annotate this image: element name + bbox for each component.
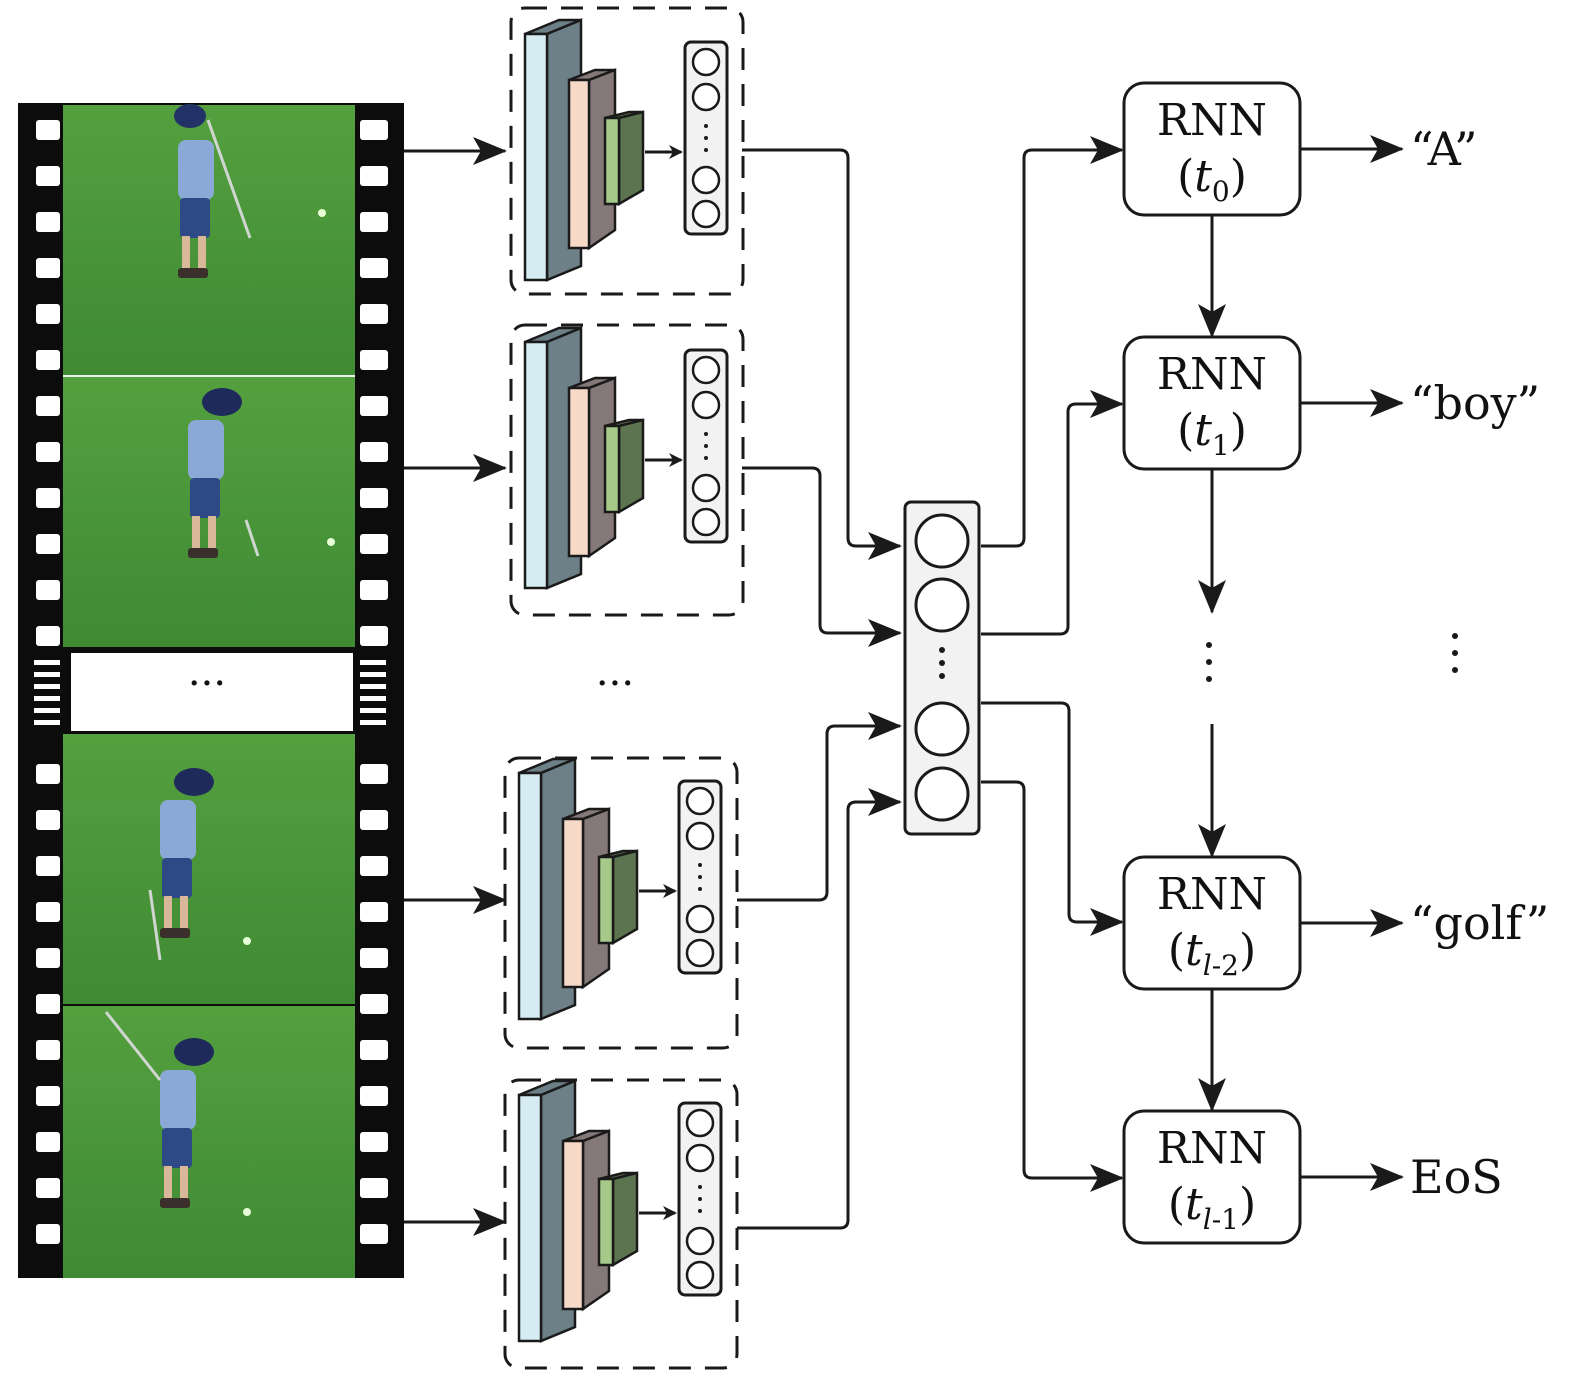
frame-to-cnn-arrows (404, 137, 507, 1236)
rnn-cell-name: RNN (1157, 1123, 1267, 1174)
boy-figure (160, 1038, 214, 1208)
cnn-feature-vector (683, 40, 729, 236)
rnn-cell-time: (tl-2) (1168, 925, 1256, 982)
boy-figure (174, 104, 214, 278)
film-strip: ··· (18, 103, 404, 1278)
rnn-cell: RNN(tl-2) “golf” (1122, 855, 1549, 991)
rnn-output-word: EoS (1410, 1150, 1503, 1204)
rnn-output-word: “golf” (1410, 896, 1549, 950)
cnn-to-vector-arrows (737, 148, 902, 1230)
video-frame (63, 104, 355, 375)
output-ellipsis (1452, 633, 1458, 673)
cnn-encoder (503, 756, 739, 1050)
rnn-cell: RNN(t1) “boy” (1122, 335, 1540, 471)
cnn-feature-vector (677, 1101, 723, 1297)
cnn-feature-vector (677, 779, 723, 975)
film-gap-dots: ··· (188, 661, 226, 707)
rnn-cell-time: (t1) (1177, 405, 1247, 462)
boy-figure (160, 768, 214, 938)
video-frame (63, 377, 355, 647)
rnn-chain-ellipsis (1206, 642, 1212, 682)
rnn-output-word: “boy” (1410, 376, 1540, 430)
cnn-encoders (503, 6, 745, 1370)
rnn-cell-time: (t0) (1177, 151, 1247, 208)
rnn-cell: RNN(tl-1) EoS (1122, 1109, 1503, 1245)
cnn-feature-vector (683, 348, 729, 544)
cnn-encoder (509, 6, 745, 296)
rnn-decoder: RNN(t0)“A”RNN(t1)“boy”RNN(tl-2)“golf”RNN… (1122, 81, 1549, 1245)
rnn-cell-name: RNN (1157, 349, 1267, 400)
video-frame (63, 1006, 355, 1278)
film-gap-panel (69, 651, 355, 733)
cnn-encoder (509, 323, 745, 617)
rnn-cell-time: (tl-1) (1168, 1179, 1256, 1236)
rnn-cell-name: RNN (1157, 95, 1267, 146)
rnn-cell-name: RNN (1157, 869, 1267, 920)
pooled-feature-vector (903, 500, 981, 836)
cnn-encoder (503, 1078, 739, 1370)
boy-figure (188, 388, 242, 558)
film-sprockets-left (34, 120, 60, 1244)
cnn-gap-dots: ··· (596, 661, 634, 707)
rnn-cell: RNN(t0) “A” (1122, 81, 1478, 217)
video-frame (63, 734, 355, 1004)
rnn-output-word: “A” (1410, 122, 1478, 176)
film-sprockets-right (360, 120, 388, 1244)
vector-to-rnn-arrows (981, 136, 1124, 1192)
